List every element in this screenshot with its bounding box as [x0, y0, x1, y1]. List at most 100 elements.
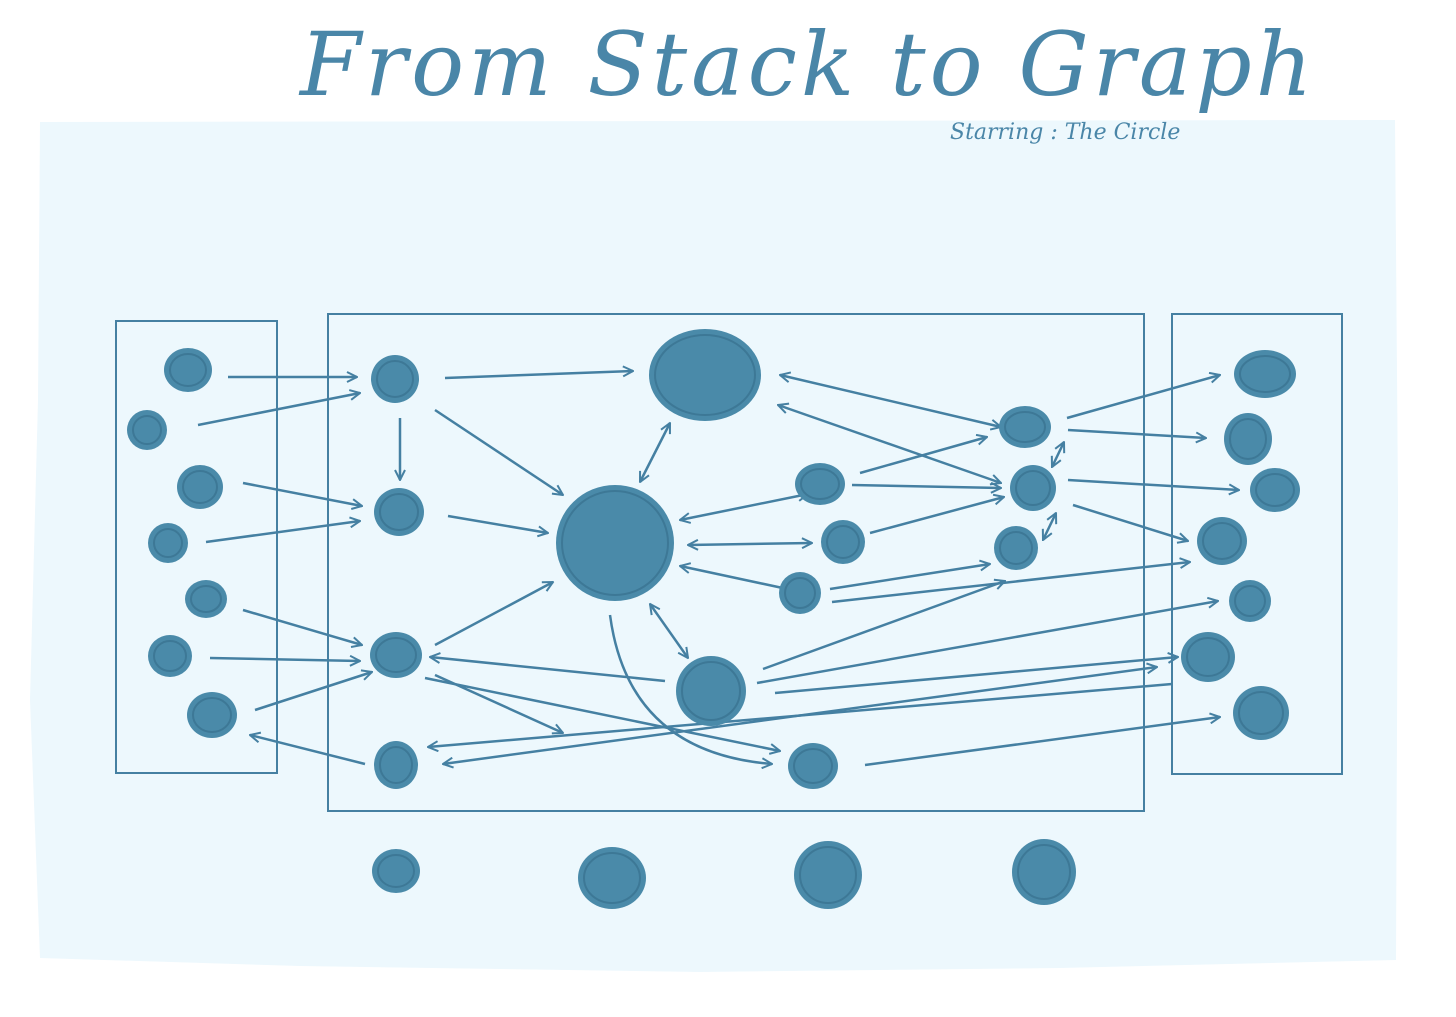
- paper-background: [30, 120, 1398, 972]
- edge-arrow: [762, 581, 1005, 671]
- graph-node: [127, 410, 167, 450]
- edge-arrow: [1067, 478, 1239, 490]
- edge-arrow: [869, 497, 1004, 535]
- edge-arrow: [447, 514, 548, 533]
- node-rim: [561, 490, 669, 596]
- node-rim: [681, 661, 741, 721]
- edge-arrow: [434, 408, 563, 495]
- graph-node: [148, 635, 192, 677]
- edge-arrow: [209, 658, 360, 661]
- edge-arrow: [829, 564, 990, 591]
- edge-arrow: [864, 717, 1220, 767]
- node-circle: [1181, 632, 1235, 682]
- graph-node: [1197, 517, 1247, 565]
- edge-arrow: [254, 672, 372, 712]
- output-column-box: [1171, 313, 1343, 775]
- node-rim: [1017, 844, 1071, 900]
- graph-node: [1250, 468, 1300, 512]
- node-circle: [676, 656, 746, 726]
- node-rim: [153, 528, 183, 558]
- node-circle: [374, 488, 424, 536]
- node-rim: [1015, 470, 1051, 506]
- node-rim: [793, 748, 833, 784]
- graph-node: [1233, 686, 1289, 740]
- graph-node: [556, 485, 674, 601]
- node-rim: [190, 585, 222, 613]
- node-circle: [788, 743, 838, 789]
- edge-arrow: [1072, 503, 1188, 541]
- graph-node: [372, 849, 420, 893]
- graph-node: [794, 841, 862, 909]
- graph-node: [578, 847, 646, 909]
- edge-arrow: [680, 566, 792, 590]
- graph-node: [148, 523, 188, 563]
- edge-arrow: [205, 521, 360, 544]
- graph-node: [370, 632, 422, 678]
- graph-node: [649, 329, 761, 421]
- edge-arrow: [242, 608, 362, 645]
- node-rim: [784, 577, 816, 609]
- edge-arrow: [650, 604, 688, 658]
- node-rim: [1239, 355, 1291, 393]
- node-rim: [153, 640, 187, 672]
- node-circle: [1197, 517, 1247, 565]
- graph-node: [1229, 580, 1271, 622]
- graph-node: [1012, 839, 1076, 905]
- edge-arrow: [444, 371, 633, 380]
- node-circle: [1234, 350, 1296, 398]
- node-rim: [169, 353, 207, 387]
- input-column-box: [115, 320, 278, 774]
- node-rim: [377, 854, 415, 888]
- graph-node: [999, 406, 1051, 448]
- edge-arrow: [443, 667, 1157, 764]
- node-rim: [1004, 411, 1046, 443]
- graph-node: [795, 463, 845, 505]
- node-rim: [583, 852, 641, 904]
- node-rim: [379, 493, 419, 531]
- graph-node: [788, 743, 838, 789]
- node-circle: [1012, 839, 1076, 905]
- node-rim: [375, 637, 417, 673]
- edge-arrow: [1043, 513, 1056, 540]
- processing-box: [327, 313, 1145, 812]
- node-rim: [1234, 585, 1266, 617]
- graph-node: [821, 520, 865, 564]
- graph-node: [185, 580, 227, 618]
- edges: [197, 371, 1239, 767]
- page-title: From Stack to Graph: [300, 13, 1317, 116]
- graph-node: [779, 572, 821, 614]
- node-rim: [376, 360, 414, 398]
- edge-arrow: [250, 735, 366, 766]
- graph-node: [371, 355, 419, 403]
- node-rim: [1186, 637, 1230, 677]
- node-rim: [999, 531, 1033, 565]
- edge-arrow: [1066, 375, 1220, 420]
- node-rim: [1229, 418, 1267, 460]
- edge-arrow: [434, 580, 553, 647]
- edge-arrow: [831, 562, 1190, 604]
- edge-arrow: [424, 676, 780, 751]
- node-rim: [1202, 522, 1242, 560]
- node-rim: [826, 525, 860, 559]
- graph-node: [164, 348, 212, 392]
- node-circle: [556, 485, 674, 601]
- node-circle: [578, 847, 646, 909]
- node-circle: [187, 692, 237, 738]
- node-rim: [799, 846, 857, 904]
- graph-node: [676, 656, 746, 726]
- graph-node: [1181, 632, 1235, 682]
- edge-arrow: [197, 393, 360, 427]
- graph-node: [994, 526, 1038, 570]
- edge-arrow: [859, 437, 987, 475]
- node-rim: [192, 697, 232, 733]
- graph-node: [187, 692, 237, 738]
- graph-node: [374, 741, 418, 789]
- node-rim: [1238, 691, 1284, 735]
- node-rim: [182, 470, 218, 504]
- graph-node: [1010, 465, 1056, 511]
- graph-node: [1234, 350, 1296, 398]
- node-circle: [649, 329, 761, 421]
- edge-arrow: [680, 494, 808, 520]
- edge-arrow: [778, 405, 1001, 483]
- edge-curved-arrow: [608, 614, 772, 764]
